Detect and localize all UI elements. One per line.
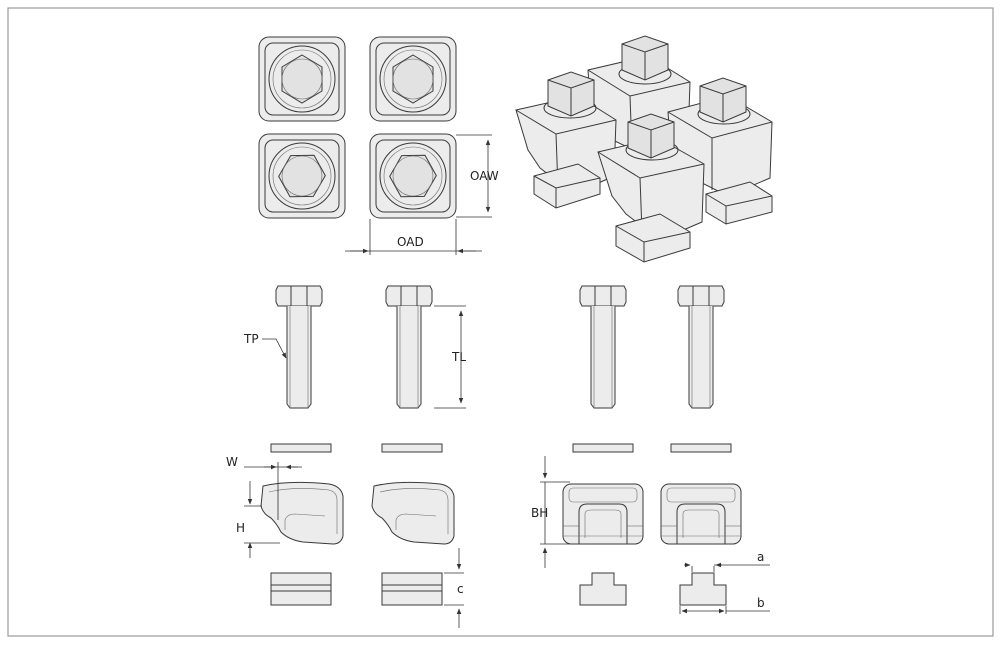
clamp-front-views <box>540 456 742 568</box>
clamp-side-profiles <box>244 462 455 558</box>
label-b: b <box>757 596 765 610</box>
bolt-4 <box>677 285 725 409</box>
clamp-top-view-2 <box>369 36 457 122</box>
label-a: a <box>757 550 764 564</box>
label-oad: OAD <box>397 235 424 249</box>
iso-clamp-left <box>515 71 617 209</box>
isometric-clamp-assembly <box>515 35 773 263</box>
clamp-top-view-3 <box>258 133 346 219</box>
base-block-side-1 <box>270 572 332 606</box>
label-w: W <box>226 455 238 469</box>
label-tp: TP <box>243 332 259 346</box>
clamp-front-2 <box>660 483 742 545</box>
t-block-1 <box>579 572 627 606</box>
top-view-clamps <box>258 36 492 255</box>
clamp-front-1 <box>562 483 644 545</box>
clamp-top-view-4 <box>369 133 457 219</box>
base-block-side-2 <box>381 572 443 606</box>
t-block-2 <box>679 572 727 606</box>
label-bh: BH <box>531 506 548 520</box>
label-tl: TL <box>451 350 466 364</box>
iso-clamp-front <box>597 113 705 263</box>
label-c: c <box>457 582 464 596</box>
bolt-2 <box>385 285 433 409</box>
bolt-3 <box>579 285 627 409</box>
clamp-profile-1 <box>260 481 344 545</box>
washer-plates <box>270 443 732 453</box>
clamp-profile-2 <box>371 481 455 545</box>
bolts-row <box>262 285 725 409</box>
label-oaw: OAW <box>470 169 499 183</box>
drawing-frame <box>7 7 994 637</box>
clamp-top-view-1 <box>258 36 346 122</box>
label-h: H <box>236 521 245 535</box>
bolt-1 <box>275 285 323 409</box>
base-blocks <box>270 548 770 628</box>
